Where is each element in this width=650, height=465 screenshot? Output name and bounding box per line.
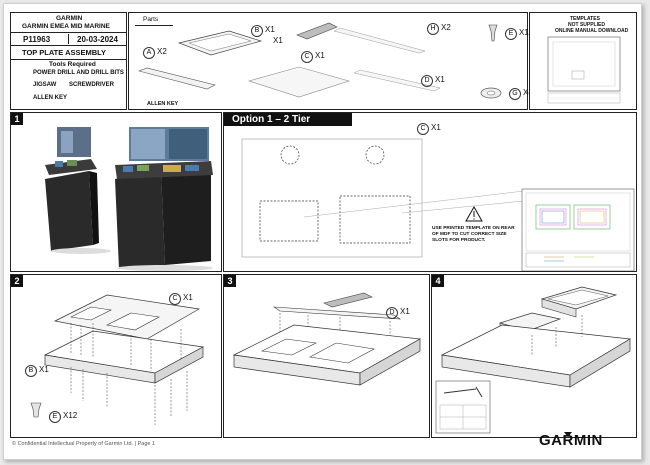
tool-item: POWER DRILL AND DRILL BITS [33,70,124,76]
part-letter: C [169,293,181,305]
tool-item: SCREWDRIVER [69,82,115,88]
parts-illustrations [138,22,502,99]
title-block: GARMIN GARMIN EMEA MID MARINE P11963 20-… [10,12,127,110]
tool-item: JIGSAW [33,82,57,88]
part-letter: E [49,411,61,423]
part-qty: X2 [157,47,167,56]
step-2-illustration [30,294,205,425]
part-number: P11963 [23,35,51,44]
allen-key-label: ALLEN KEY [147,101,179,107]
step-number: 1 [11,113,23,125]
template-layout-drawing [241,138,635,271]
part-qty: X1 [435,75,445,84]
template-drawing [547,36,621,104]
step-4-panel: 4 [431,274,637,438]
step-3-illustration [232,292,422,386]
parts-heading: Parts [143,16,159,23]
step-number: 4 [432,275,444,287]
brand-label: GARMIN [56,15,83,22]
tool-item: ALLEN KEY [33,95,68,101]
part-qty: X1 [315,51,325,60]
step-number: 2 [11,275,23,287]
part-letter: A [143,47,155,59]
part-letter: G [509,88,521,100]
part-letter: C [301,51,313,63]
part-qty: X1 [265,25,275,34]
part-letter: D [421,75,433,87]
step-1-panel: 1 [10,112,222,272]
client-label: GARMIN EMEA MID MARINE [22,23,110,30]
tools-heading: Tools Required [49,61,96,68]
part-qty: X4 [523,88,533,97]
option-box-marker: Option 1 – 2 Tier [224,113,352,126]
garmin-logo: GARMIN [539,432,603,449]
part-qty: X2 [441,23,451,32]
part-b2-qty: X1 [273,36,283,45]
part-qty: X1 [431,123,441,132]
part-letter: B [251,25,263,37]
footer-copyright: © Confidential Intellectual Property of … [12,441,156,447]
part-letter: B [25,365,37,377]
templates-line2: NOT SUPPLIED [568,22,605,28]
step-number: 3 [224,275,236,287]
garmin-logo-triangle [564,432,572,437]
templates-box: TEMPLATES NOT SUPPLIED ONLINE MANUAL DOW… [529,12,637,110]
part-letter: H [427,23,439,35]
date-label: 20-03-2024 [77,35,118,44]
part-qty: X12 [519,28,534,37]
warning-text: USE PRINTED TEMPLATE ON REAR OF MDF TO C… [432,226,515,243]
part-letter: D [386,307,398,319]
part-qty: X12 [63,411,78,420]
display-stands-illustration [45,127,213,271]
templates-line3: ONLINE MANUAL DOWNLOAD [555,28,629,34]
assembly-title: TOP PLATE ASSEMBLY [22,48,107,57]
part-qty: X1 [39,365,49,374]
part-letter: C [417,123,429,135]
part-qty: X1 [400,307,410,316]
part-letter: E [505,28,517,40]
part-qty: X1 [183,293,193,302]
instruction-sheet: GARMIN GARMIN EMEA MID MARINE P11963 20-… [3,3,642,460]
step-4-illustration [435,286,632,434]
templates-line1: TEMPLATES [570,16,600,22]
